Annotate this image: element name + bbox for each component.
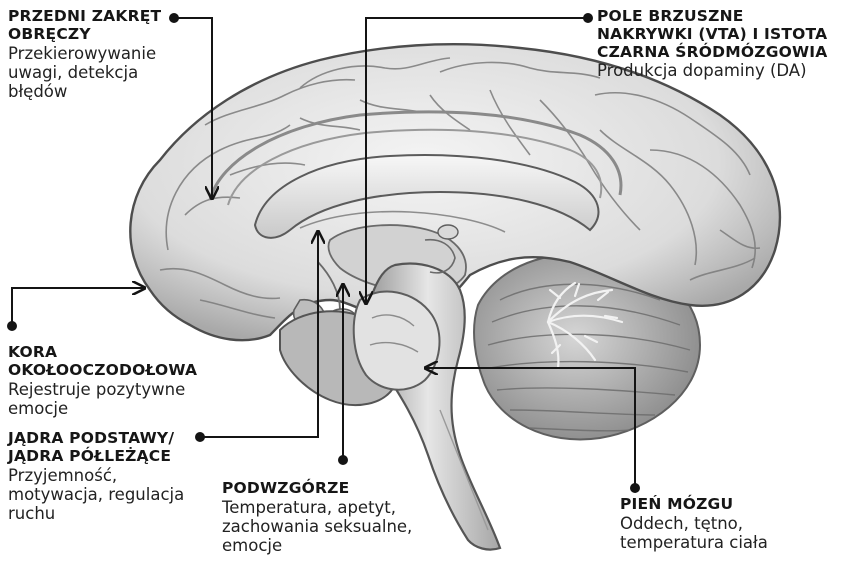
label-title: PODWZGÓRZE bbox=[222, 480, 422, 498]
label-basal-ganglia: JĄDRA PODSTAWY/ JĄDRA PÓŁLEŻĄCE Przyjemn… bbox=[8, 430, 193, 524]
label-vta-substantia-nigra: POLE BRZUSZNE NAKRYWKI (VTA) I ISTOTA CZ… bbox=[597, 8, 837, 81]
label-title: JĄDRA PODSTAWY/ JĄDRA PÓŁLEŻĄCE bbox=[8, 430, 193, 466]
label-desc: Produkcja dopaminy (DA) bbox=[597, 62, 837, 81]
label-desc: Przekierowywanie uwagi, detekcja błędów bbox=[8, 45, 180, 102]
label-hypothalamus: PODWZGÓRZE Temperatura, apetyt, zachowan… bbox=[222, 480, 422, 556]
label-orbitofrontal-cortex: KORA OKOŁOOCZODOŁOWA Rejestruje pozytywn… bbox=[8, 344, 218, 419]
label-desc: Temperatura, apetyt, zachowania seksualn… bbox=[222, 499, 422, 556]
label-brainstem: PIEŃ MÓZGU Oddech, tętno, temperatura ci… bbox=[620, 496, 820, 553]
label-desc: Oddech, tętno, temperatura ciała bbox=[620, 515, 820, 553]
label-title: POLE BRZUSZNE NAKRYWKI (VTA) I ISTOTA CZ… bbox=[597, 8, 837, 61]
label-title: PIEŃ MÓZGU bbox=[620, 496, 820, 514]
label-anterior-cingulate: PRZEDNI ZAKRĘT OBRĘCZY Przekierowywanie … bbox=[8, 8, 180, 102]
label-title: KORA OKOŁOOCZODOŁOWA bbox=[8, 344, 218, 380]
label-desc: Rejestruje pozytywne emocje bbox=[8, 381, 218, 419]
label-desc: Przyjemność, motywacja, regulacja ruchu bbox=[8, 467, 193, 524]
label-title: PRZEDNI ZAKRĘT OBRĘCZY bbox=[8, 8, 180, 44]
